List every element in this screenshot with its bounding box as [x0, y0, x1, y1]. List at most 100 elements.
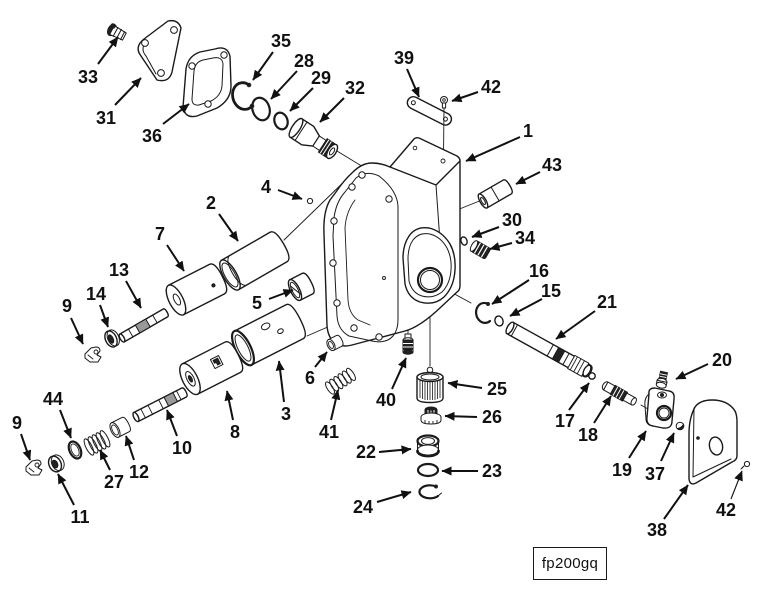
leader-washer-upper — [99, 304, 109, 328]
callout-adjusting-screw: 20 — [712, 350, 732, 370]
leader-screw-top — [451, 91, 479, 103]
leader-retainer-upper — [70, 317, 84, 345]
callout-spring-lower: 27 — [104, 472, 124, 492]
part-o-ring-large — [251, 96, 271, 122]
callout-ball-detent: 37 — [645, 464, 665, 484]
callout-push-rod-lower: 10 — [172, 438, 192, 458]
part-fitting-bolt — [402, 333, 414, 355]
callout-pump-housing: 1 — [523, 121, 533, 141]
leader-ball-small — [277, 189, 303, 200]
callout-washer-lower: 11 — [70, 507, 89, 527]
part-push-rod-upper — [118, 308, 169, 343]
part-retainer-lower — [25, 459, 43, 476]
callout-tappet-lower: 8 — [230, 422, 240, 442]
leader-tappet-lower — [224, 390, 234, 421]
part-retainer-upper — [84, 346, 102, 363]
callout-valve-plunger: 32 — [345, 78, 365, 98]
callout-fitting-bolt: 40 — [376, 390, 396, 410]
callout-o-ring-large: 28 — [294, 51, 314, 71]
part-washer-lower — [47, 454, 65, 473]
leader-barrel — [275, 360, 285, 403]
part-valve-stem — [601, 381, 637, 406]
part-snap-ring-cap — [418, 484, 442, 500]
callout-barrel: 3 — [281, 404, 291, 424]
leader-filter-element — [447, 379, 483, 389]
part-washer-upper — [104, 329, 120, 348]
callout-o-ring-small: 29 — [311, 68, 331, 88]
part-clevis-block — [644, 387, 675, 429]
part-spring-lower — [83, 430, 111, 456]
callout-cylinder-sleeve: 2 — [206, 193, 216, 213]
leader-o-ring-small — [289, 87, 314, 112]
part-valve-plunger — [288, 117, 339, 160]
callout-filter-nut: 26 — [482, 407, 502, 427]
leader-o-ring-large — [270, 70, 298, 100]
callout-retainer-lower: 9 — [12, 413, 22, 433]
part-barrel — [230, 303, 307, 367]
part-cover-plate — [137, 19, 182, 82]
callout-clevis-block: 19 — [612, 460, 632, 480]
leader-bushing — [268, 289, 294, 300]
part-spring-small — [325, 367, 356, 395]
leader-retainer-lower — [20, 433, 32, 461]
part-push-rod-lower — [132, 387, 188, 423]
part-retaining-ring — [231, 81, 255, 111]
leader-link-plate — [406, 68, 420, 98]
part-sleeve-spacer — [109, 416, 131, 438]
leader-pump-housing — [465, 136, 521, 162]
part-o-ring-shaft — [494, 315, 504, 327]
figure-code-box: fp200gq — [533, 547, 607, 580]
leader-side-cover — [663, 484, 689, 520]
callout-drive-shaft: 21 — [597, 292, 617, 312]
callout-pin-plug: 6 — [305, 368, 315, 388]
leader-filter-nut — [444, 411, 478, 421]
callout-cover-plate: 31 — [96, 108, 116, 128]
leader-plug-fitting — [489, 242, 513, 251]
leader-push-rod-lower — [166, 409, 178, 437]
part-cylinder-sleeve — [219, 231, 290, 291]
leader-screw-side — [730, 470, 743, 500]
leader-seal-ring — [471, 226, 500, 238]
leader-seal-washer — [59, 409, 72, 439]
part-bushing — [287, 272, 315, 302]
part-filter-nut — [420, 406, 442, 425]
leader-washer-lower — [57, 473, 75, 506]
leader-spring-small — [330, 389, 341, 421]
part-adjusting-screw — [655, 370, 669, 389]
callout-tappet-upper: 7 — [155, 224, 165, 244]
part-tappet-upper — [165, 263, 228, 316]
leader-pin-plug — [314, 351, 328, 368]
callout-snap-ring-shaft: 16 — [529, 261, 549, 281]
callout-seal-washer: 44 — [43, 389, 63, 409]
leader-sleeve-spacer — [124, 435, 135, 461]
callout-delivery-cap: 22 — [356, 442, 376, 462]
callout-valve-stem: 18 — [578, 425, 598, 445]
leader-snap-ring-cap — [376, 490, 412, 503]
leader-snap-ring-shaft — [491, 279, 530, 305]
part-dowel-pin — [477, 179, 513, 209]
part-plug-fitting — [469, 240, 491, 259]
callout-push-rod-upper: 13 — [109, 260, 129, 280]
figure-code: fp200gq — [541, 555, 599, 572]
leader-retaining-ring — [252, 51, 274, 81]
leader-drive-shaft — [555, 310, 596, 340]
callout-screw-top: 42 — [481, 77, 501, 97]
callout-retaining-ring: 35 — [271, 31, 291, 51]
part-o-ring-small — [273, 111, 289, 131]
part-ball-check — [588, 372, 596, 380]
leader-ball-check — [568, 382, 590, 411]
callout-washer-upper: 14 — [86, 284, 106, 304]
leader-push-rod-upper — [125, 280, 142, 309]
callout-ball-small: 4 — [261, 177, 271, 197]
leader-mounting-screw — [97, 36, 119, 65]
leader-valve-stem — [593, 395, 612, 424]
leader-fitting-bolt — [391, 357, 407, 390]
part-seal-washer — [67, 440, 83, 460]
callout-screw-side: 42 — [716, 500, 736, 520]
leader-cover-plate — [114, 77, 142, 106]
callout-link-plate: 39 — [394, 48, 414, 68]
callout-side-cover: 38 — [647, 520, 667, 540]
part-ball-detent — [675, 421, 685, 431]
